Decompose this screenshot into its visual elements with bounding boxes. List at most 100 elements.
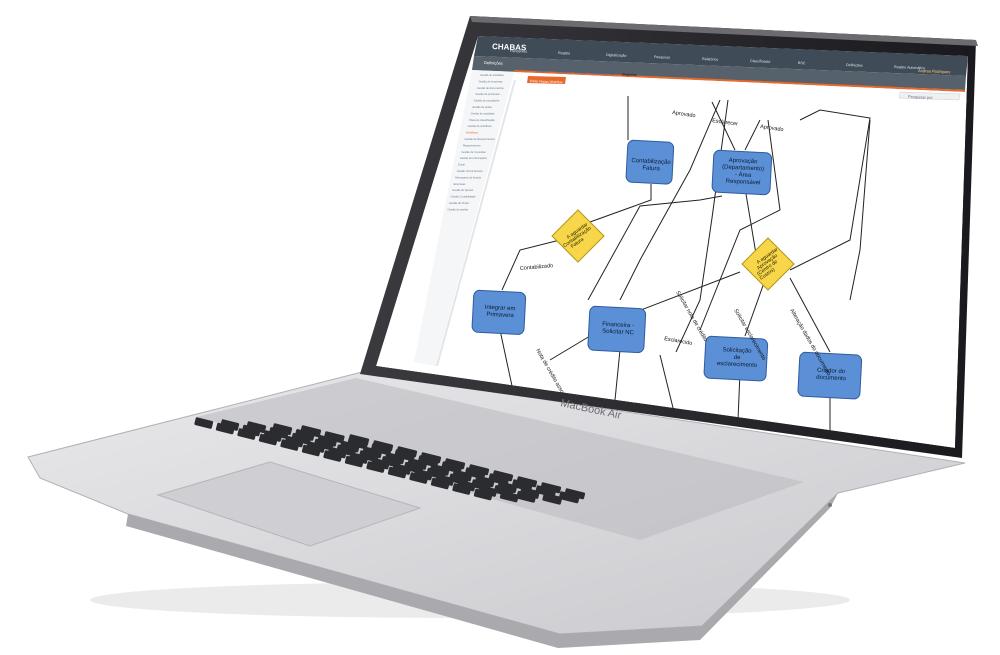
keyboard-well — [196, 378, 804, 540]
tab-definições[interactable]: Definições — [556, 70, 571, 75]
keyboard-key[interactable] — [468, 464, 490, 476]
keyboard-key[interactable] — [384, 452, 405, 465]
sidebar-item[interactable]: Gestão de Portal — [449, 201, 469, 205]
accent-line — [514, 70, 965, 92]
keyboard-key[interactable] — [540, 482, 562, 494]
keyboard-key[interactable] — [300, 425, 322, 438]
edge-label: Esclarecido — [664, 336, 693, 347]
sidebar-item[interactable]: Gestão de entidades — [480, 73, 505, 77]
sidebar-item[interactable]: Gestão de Informações — [460, 156, 488, 160]
keyboard-key[interactable] — [348, 434, 370, 446]
sidebar-item[interactable]: Gestão de tarefas — [447, 207, 468, 211]
keyboard-key[interactable] — [558, 491, 580, 504]
content-divider — [436, 80, 516, 366]
sidebar-item[interactable]: Gestão de processos — [475, 92, 500, 96]
sidebar-item[interactable]: Plano de classificação — [469, 118, 495, 122]
edge-label: Esclarecer — [712, 118, 739, 128]
keyboard-key[interactable] — [294, 429, 315, 441]
sidebar-item[interactable]: Gestão de documentos — [477, 86, 505, 90]
top-nav-item[interactable]: Pesquisar — [654, 55, 671, 60]
workflow-node-label: de — [734, 355, 742, 361]
keyboard-key[interactable] — [542, 492, 563, 505]
keyboard-key[interactable] — [246, 421, 267, 434]
sidebar-item[interactable]: Empresas — [454, 182, 466, 186]
search-input[interactable] — [898, 91, 961, 101]
keyboard-key[interactable] — [492, 470, 514, 482]
sidebar-item[interactable]: Gestão de Requerimentos — [465, 137, 496, 141]
top-nav-item[interactable]: Definições — [846, 63, 863, 68]
workflow-node-label: documento — [816, 375, 847, 383]
sidebar-item[interactable]: Gestão Circuit Secrets — [457, 169, 484, 173]
keyboard-key[interactable] — [272, 423, 293, 436]
keyboard-key[interactable] — [220, 419, 240, 431]
edge — [849, 119, 871, 301]
sidebar-item[interactable]: Gestão Contabilidade — [451, 195, 477, 199]
keyboard-key[interactable] — [396, 446, 418, 458]
workflow-node-label: Solicitação — [722, 347, 752, 355]
sidebar-item[interactable]: Requerimentos — [463, 143, 481, 147]
user-name[interactable]: Andrea Rodrigues — [918, 68, 950, 74]
sidebar-item[interactable]: Gestão de empresas — [478, 79, 503, 83]
sidebar-item[interactable]: Gestão de qualidade — [471, 111, 495, 115]
keyboard-key[interactable] — [444, 458, 466, 470]
keyboard-key[interactable] — [535, 485, 557, 498]
top-nav-item[interactable]: Pendentes — [510, 49, 528, 54]
edit-workflow-button[interactable] — [527, 76, 566, 84]
top-nav-item[interactable]: Registo — [558, 51, 570, 55]
port — [828, 503, 832, 507]
sidebar-item[interactable]: Gestão de Consultas — [461, 150, 486, 154]
keyboard-key[interactable] — [420, 452, 442, 464]
keyboard-key[interactable] — [339, 440, 360, 453]
trackpad[interactable] — [156, 461, 422, 547]
edge — [614, 349, 621, 401]
edge — [699, 119, 781, 331]
sidebar-item[interactable]: Gestão de circulações — [474, 99, 500, 103]
sidebar-item[interactable]: Gestão de teclas — [472, 105, 492, 109]
sidebar-item[interactable]: Mensagens de Autoria — [455, 175, 481, 179]
top-nav-item[interactable]: Relatórios — [702, 57, 719, 62]
keyboard — [194, 417, 586, 505]
top-nav-item[interactable]: Registo Automático — [894, 65, 925, 70]
keyboard-key[interactable] — [323, 431, 345, 444]
edge — [744, 279, 766, 337]
base-front-edge — [126, 493, 838, 648]
tab-diagrama[interactable]: Diagrama — [622, 72, 637, 77]
top-nav-item[interactable]: BSC — [798, 61, 806, 65]
workflow-node-financeira[interactable]: Financeira -Solicitar NC — [587, 305, 647, 354]
tab-acessos[interactable]: Acessos — [574, 70, 587, 74]
workflow-node-label: (Departamento) — [722, 164, 764, 172]
keyboard-key[interactable] — [194, 417, 214, 429]
keyboard-key[interactable] — [317, 434, 338, 447]
edge — [619, 99, 721, 301]
tab-listagem[interactable]: Listagem — [536, 69, 549, 74]
sidebar-item[interactable]: Gestão de workflows — [468, 124, 493, 128]
top-nav-item[interactable]: Digitalização — [606, 53, 627, 58]
keyboard-key[interactable] — [372, 440, 394, 452]
keyboard-key[interactable] — [516, 476, 538, 488]
lid-top-edge — [470, 16, 978, 46]
app-header — [474, 36, 968, 76]
keyboard-key[interactable] — [564, 488, 586, 500]
keyboard-key[interactable] — [362, 446, 383, 459]
top-nav-item[interactable]: Classificador — [750, 59, 772, 64]
workflow-node-label: Aprovação — [729, 158, 759, 166]
sidebar-item[interactable]: Email — [458, 163, 465, 167]
workflow-node-label: Criador do — [817, 368, 846, 375]
sidebar-item[interactable]: Gestão de Quotas — [452, 188, 474, 192]
sidebar-item[interactable]: Workflows — [466, 131, 479, 135]
tab-disponibilizar-por[interactable]: Disponibilizar por — [590, 71, 616, 76]
workflow-node-label: Solicitar NC — [602, 329, 635, 337]
